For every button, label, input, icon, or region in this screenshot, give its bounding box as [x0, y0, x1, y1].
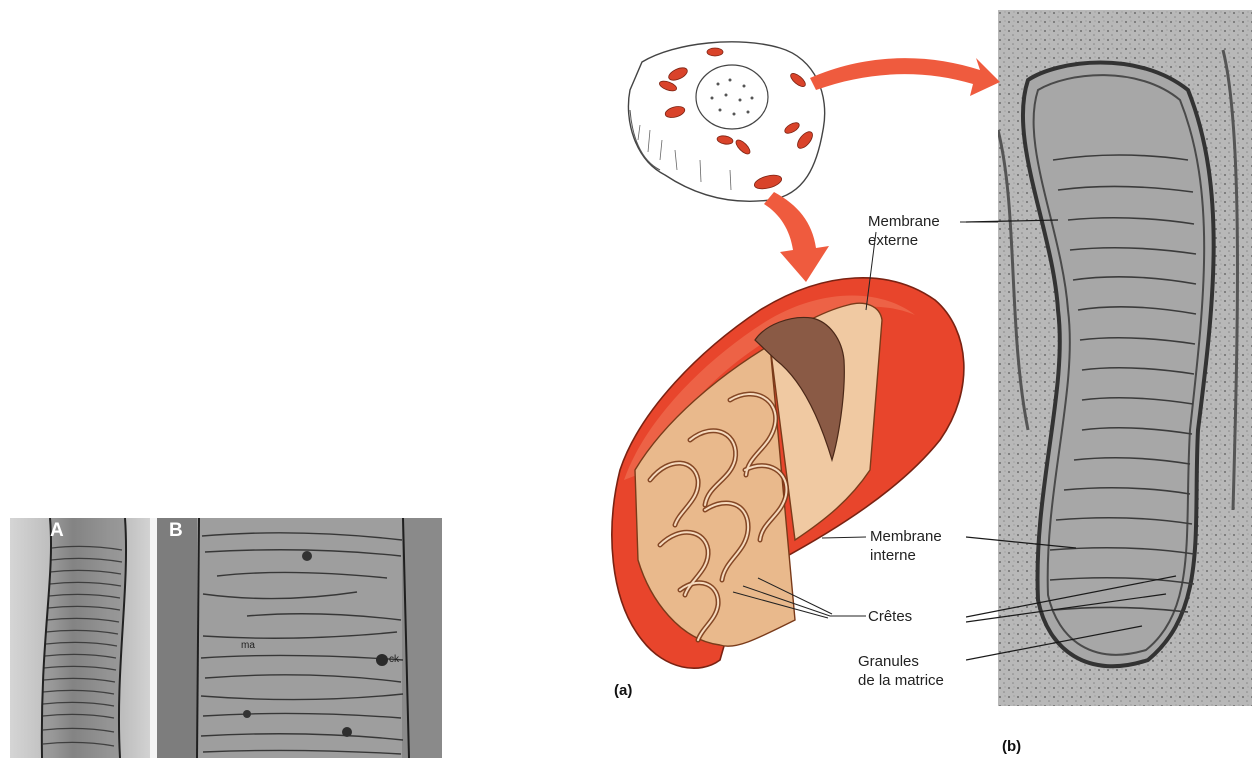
inner-membrane-line2: interne	[870, 546, 942, 565]
mitochondrion-diagram	[580, 0, 1000, 700]
annotation-ck: ck	[389, 654, 399, 665]
label-matrix-granules: Granules de la matrice	[858, 652, 944, 690]
annotation-ma: ma	[241, 640, 255, 651]
arrow-to-diagram	[764, 192, 829, 282]
micrograph-a-texture	[10, 518, 150, 758]
panel-label-b: (b)	[1002, 738, 1021, 755]
label-outer-membrane: Membrane externe	[868, 212, 940, 250]
panel-a-letter: A	[50, 520, 64, 542]
inner-membrane-line1: Membrane	[870, 527, 942, 546]
arrow-to-micrograph	[810, 58, 1000, 96]
electron-micrograph-pair: A B ma ck	[10, 518, 442, 758]
granules-line2: de la matrice	[858, 671, 944, 690]
label-inner-membrane: Membrane interne	[870, 527, 942, 565]
granules-line1: Granules	[858, 652, 944, 671]
micrograph-b-texture	[157, 518, 442, 758]
label-cristae: Crêtes	[868, 607, 912, 626]
outer-membrane-line2: externe	[868, 231, 940, 250]
panel-label-a: (a)	[614, 682, 632, 699]
micrograph-panel-b: B ma ck	[157, 518, 442, 758]
outer-membrane-line1: Membrane	[868, 212, 940, 231]
micrograph-leader-lines	[966, 200, 1186, 680]
micrograph-panel-a: A	[10, 518, 150, 758]
panel-separator	[150, 518, 157, 758]
panel-b-letter: B	[169, 520, 183, 542]
cell-sketch	[628, 42, 824, 201]
